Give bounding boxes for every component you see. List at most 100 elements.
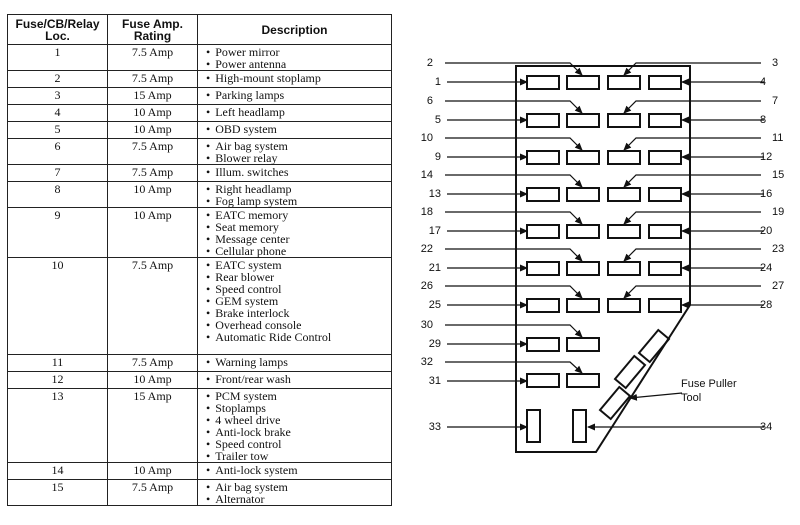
fuse-location: 12 xyxy=(7,371,108,389)
fuse-number-label: 21 xyxy=(429,262,441,274)
fuse-slot xyxy=(566,75,600,90)
relay-slot xyxy=(598,385,632,421)
fuse-slot xyxy=(526,113,560,128)
fuse-number-label: 34 xyxy=(760,421,772,433)
header-loc-line-2: Loc. xyxy=(45,28,70,43)
fuse-description: High-mount stoplamp xyxy=(197,70,392,88)
fuse-slot xyxy=(648,224,682,239)
leader-line xyxy=(445,211,583,225)
description-line: Anti-lock system xyxy=(206,464,388,476)
fuse-location: 10 xyxy=(7,257,108,355)
fuse-rating-table: Fuse/CB/Relay Loc. Fuse Amp. Rating Desc… xyxy=(7,14,392,506)
leader-line xyxy=(623,248,761,262)
table-row: 810 AmpRight headlampFog lamp system xyxy=(7,181,392,208)
description-line: Seat memory xyxy=(206,221,388,233)
description-line: Message center xyxy=(206,233,388,245)
relay-slot xyxy=(613,354,647,390)
table-header-row: Fuse/CB/Relay Loc. Fuse Amp. Rating Desc… xyxy=(7,14,392,45)
description-line: Fog lamp system xyxy=(206,195,388,207)
table-row: 117.5 AmpWarning lamps xyxy=(7,354,392,372)
fuse-slot xyxy=(607,113,641,128)
fuse-location: 6 xyxy=(7,138,108,165)
header-loc-line-1: Fuse/CB/Relay xyxy=(15,16,100,31)
fuse-slot xyxy=(526,261,560,276)
table-row: 107.5 AmpEATC systemRear blowerSpeed con… xyxy=(7,257,392,355)
fuse-slot xyxy=(566,150,600,165)
leader-line xyxy=(445,324,583,338)
description-line: Cellular phone xyxy=(206,245,388,257)
fuse-amp-rating: 7.5 Amp xyxy=(107,44,198,71)
fuse-number-label: 29 xyxy=(429,338,441,350)
leader-line xyxy=(445,174,583,188)
leader-line xyxy=(445,285,583,299)
fuse-puller-label-line-1: Fuse Puller xyxy=(681,378,737,390)
description-line: High-mount stoplamp xyxy=(206,72,388,84)
leader-line xyxy=(623,285,761,299)
table-row: 410 AmpLeft headlamp xyxy=(7,104,392,122)
fuse-number-label: 26 xyxy=(421,280,433,292)
description-line: Rear blower xyxy=(206,271,388,283)
fuse-number-label: 19 xyxy=(772,206,784,218)
fuse-number-label: 11 xyxy=(772,132,783,144)
fuse-number-label: 13 xyxy=(429,188,441,200)
leader-lines xyxy=(445,62,764,431)
fuse-slot xyxy=(648,261,682,276)
fuse-number-label: 12 xyxy=(760,151,772,163)
description-line: 4 wheel drive xyxy=(206,414,388,426)
fuse-location: 8 xyxy=(7,181,108,208)
fuse-slot xyxy=(607,261,641,276)
fuse-slot xyxy=(526,373,560,388)
fuse-number-label: 8 xyxy=(760,114,766,126)
table-row: 27.5 AmpHigh-mount stoplamp xyxy=(7,70,392,88)
description-line: Automatic Ride Control xyxy=(206,331,388,343)
fuse-description: EATC memorySeat memoryMessage centerCell… xyxy=(197,207,392,258)
description-line: EATC system xyxy=(206,259,388,271)
leader-line xyxy=(445,62,583,76)
description-line: OBD system xyxy=(206,123,388,135)
table-row: 510 AmpOBD system xyxy=(7,121,392,139)
header-loc: Fuse/CB/Relay Loc. xyxy=(7,14,108,45)
fuse-description: Front/rear wash xyxy=(197,371,392,389)
description-line: Air bag system xyxy=(206,481,388,493)
fuse-slot xyxy=(566,261,600,276)
description-line: Stoplamps xyxy=(206,402,388,414)
description-line: Alternator xyxy=(206,493,388,505)
fuse-amp-rating: 7.5 Amp xyxy=(107,257,198,355)
fuse-location: 15 xyxy=(7,479,108,506)
leader-line xyxy=(623,100,761,114)
fuse-slot xyxy=(648,113,682,128)
fuse-slots xyxy=(526,75,682,443)
leader-line xyxy=(623,211,761,225)
fuse-number-label: 3 xyxy=(772,57,778,69)
fuse-slot xyxy=(526,187,560,202)
leader-line xyxy=(445,100,583,114)
fuse-number-label: 2 xyxy=(427,57,433,69)
description-line: GEM system xyxy=(206,295,388,307)
leader-line xyxy=(445,137,583,151)
fuse-slot xyxy=(607,187,641,202)
fuse-number-label: 32 xyxy=(421,356,433,368)
fuse-slot xyxy=(566,337,600,352)
fuse-slot xyxy=(607,75,641,90)
description-line: Warning lamps xyxy=(206,356,388,368)
fuse-number-label: 17 xyxy=(429,225,441,237)
fuse-amp-rating: 10 Amp xyxy=(107,371,198,389)
description-line: Trailer tow xyxy=(206,450,388,462)
description-line: Power antenna xyxy=(206,58,388,70)
fuse-number-label: 28 xyxy=(760,299,772,311)
fuse-slot xyxy=(526,409,541,443)
header-amp-line-2: Rating xyxy=(133,28,172,43)
header-amp-line-1: Fuse Amp. xyxy=(122,16,183,31)
fuse-slot xyxy=(566,373,600,388)
leader-line xyxy=(623,62,761,76)
description-line: Air bag system xyxy=(206,140,388,152)
fuse-description: Power mirrorPower antenna xyxy=(197,44,392,71)
fuse-number-label: 1 xyxy=(435,76,441,88)
fuse-number-label: 14 xyxy=(421,169,433,181)
fuse-number-label: 25 xyxy=(429,299,441,311)
table-row: 67.5 AmpAir bag systemBlower relay xyxy=(7,138,392,165)
